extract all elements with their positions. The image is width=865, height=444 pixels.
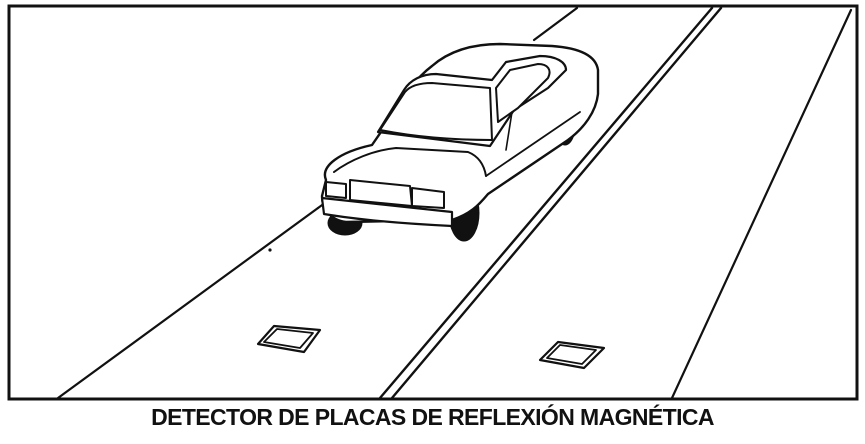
figure-caption: DETECTOR DE PLACAS DE REFLEXIÓN MAGNÉTIC… [151, 404, 714, 430]
magnetic-plate-right-inner [546, 344, 597, 365]
car-front-bumper [320, 196, 454, 228]
road-center-divider-left [378, 6, 714, 400]
road-center-divider-right [390, 6, 723, 400]
frame-border [7, 4, 859, 401]
road [56, 6, 853, 400]
car-right-headlight [411, 187, 445, 209]
car-door-line [505, 111, 513, 151]
magnetic-plates [256, 324, 606, 370]
magnetic-plate-left-inner [263, 328, 314, 349]
frame [7, 4, 859, 401]
car-side-window [495, 63, 551, 123]
car-side-line [485, 111, 581, 177]
road-left-edge [56, 206, 320, 400]
car-windshield [379, 82, 493, 141]
car-hood [333, 147, 487, 177]
road-speck [268, 248, 272, 252]
car [320, 42, 600, 242]
road-right-edge [670, 8, 853, 400]
road-left-edge-far [532, 6, 579, 42]
car-left-headlight [325, 181, 347, 199]
